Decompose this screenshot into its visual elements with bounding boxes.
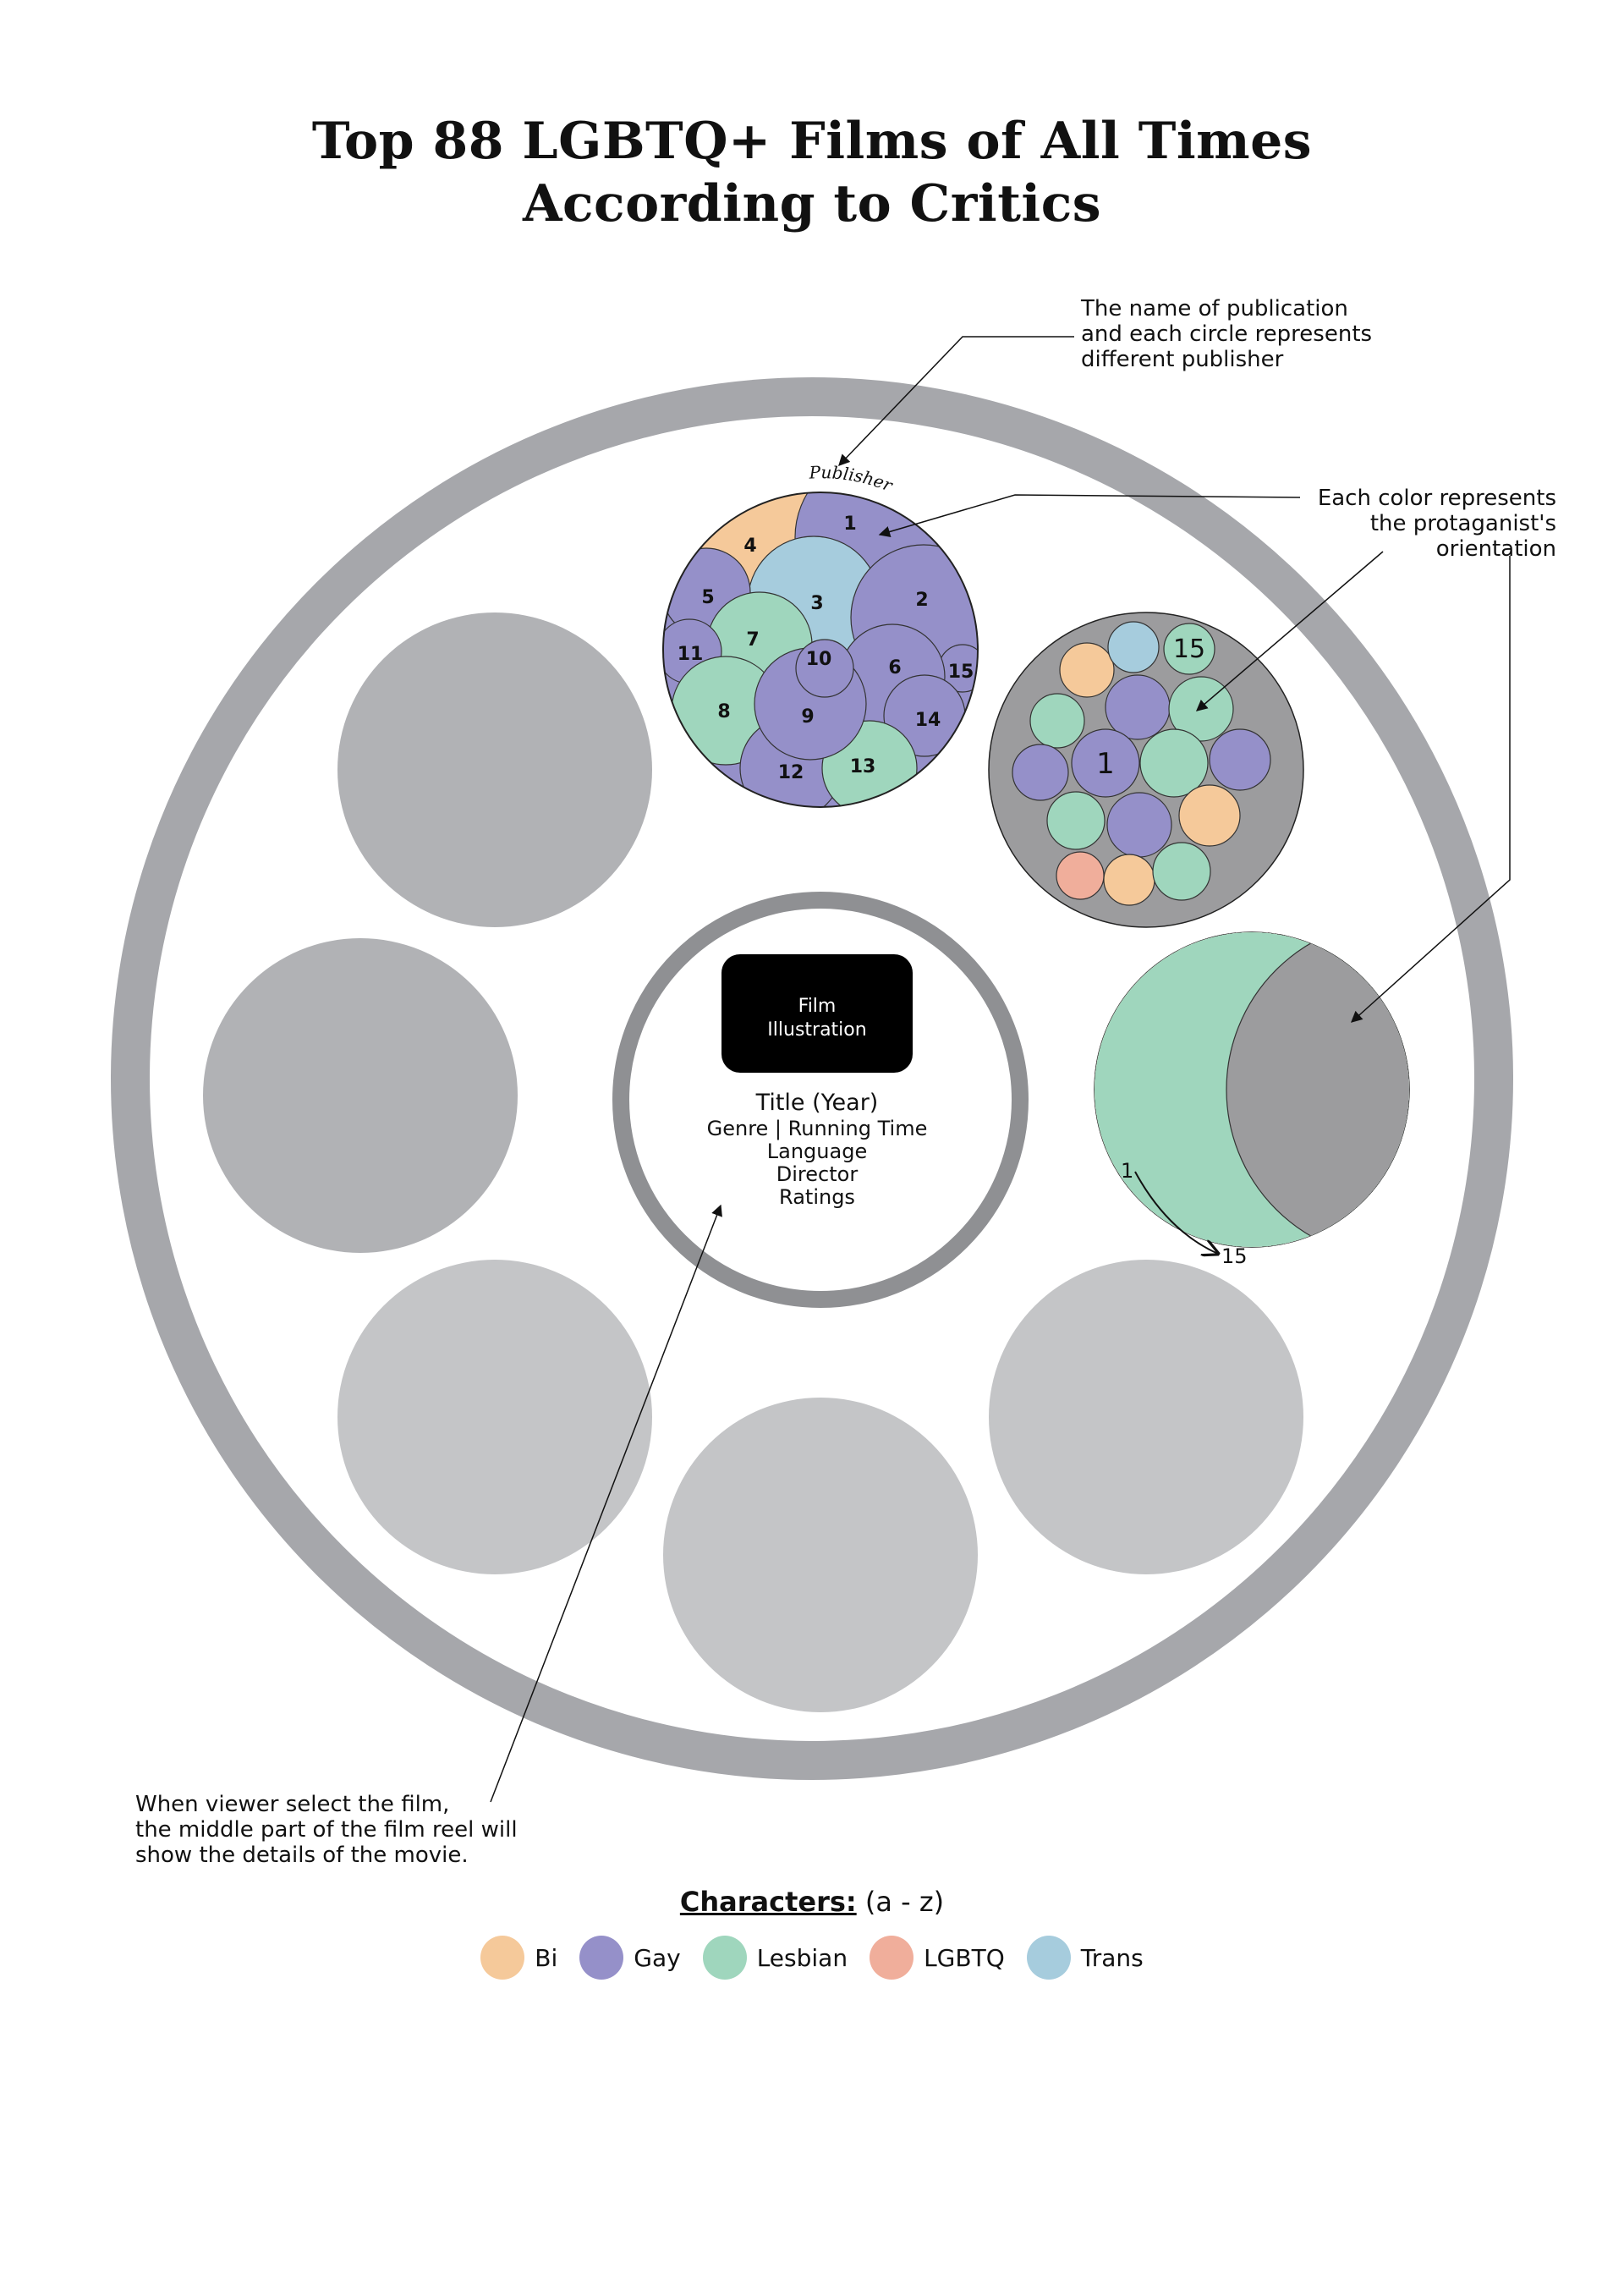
- packed-number-label: 2: [915, 590, 928, 611]
- arc-start-label: 1: [1121, 1159, 1133, 1183]
- film-illustration-box: [721, 954, 913, 1073]
- bubble-gay: [1012, 744, 1069, 801]
- packed-number-label: 9: [801, 706, 814, 728]
- legend-swatch: [870, 1936, 914, 1980]
- packed-number-label: 11: [678, 644, 704, 665]
- title-line-1: Top 88 LGBTQ+ Films of All Times: [311, 112, 1313, 171]
- packed-number-label: 5: [701, 587, 714, 608]
- packed-number-label: 3: [810, 593, 823, 614]
- legend-title: Characters: (a - z): [679, 1886, 945, 1918]
- legend-label: LGBTQ: [924, 1943, 1005, 1972]
- illustration-line-1: Film: [798, 996, 837, 1017]
- bubble-gay: [1105, 674, 1171, 740]
- legend-item-trans[interactable]: Trans: [1026, 1936, 1144, 1980]
- arc-end-label: 15: [1221, 1244, 1248, 1268]
- color-annotation: Each color represents the protaganist's …: [1317, 486, 1556, 562]
- bubble-gay: [1209, 728, 1271, 791]
- reel-outer-ring: [111, 377, 1513, 1780]
- publication-leader-line: [838, 336, 1074, 466]
- bubble-gay: [1071, 728, 1140, 798]
- language-text: Language: [767, 1140, 867, 1163]
- legend-item-gay[interactable]: Gay: [579, 1936, 681, 1980]
- genre-text: Genre | Running Time: [707, 1117, 928, 1140]
- reel-slot[interactable]: [337, 1260, 652, 1574]
- arc-circle[interactable]: 1 15: [1036, 730, 1624, 1449]
- bubble-lesbian: [1029, 693, 1085, 749]
- packed-number-label: 14: [915, 710, 941, 731]
- packed-number-label: 4: [743, 536, 756, 557]
- film-title-text: Title (Year): [755, 1090, 879, 1116]
- packed-number-label: 1: [843, 514, 856, 535]
- bubble-gay: [1106, 792, 1172, 858]
- packed-number-label: 6: [888, 657, 901, 678]
- legend: Characters: (a - z) Bi Gay Lesbian LGBTQ Tra…: [0, 1885, 1624, 1980]
- legend-items: Bi Gay Lesbian LGBTQ Trans: [0, 1936, 1624, 1980]
- packed-number-label: 13: [850, 756, 876, 777]
- arc-inner-area: [1226, 932, 1409, 1247]
- director-text: Director: [776, 1162, 859, 1186]
- color-leader-line-2: [1195, 551, 1384, 711]
- ratings-text: Ratings: [779, 1185, 855, 1209]
- packed-number-label: 7: [746, 629, 759, 651]
- legend-label: Trans: [1080, 1943, 1144, 1972]
- bubble-last-label: 15: [1173, 634, 1205, 664]
- legend-label: Bi: [535, 1943, 558, 1972]
- illustration-line-2: Illustration: [767, 1019, 866, 1041]
- packed-number-label: 10: [806, 649, 832, 670]
- bubble-trans: [1107, 621, 1160, 673]
- legend-label: Lesbian: [756, 1943, 848, 1972]
- reel-slot[interactable]: [337, 612, 652, 927]
- legend-item-lesbian[interactable]: Lesbian: [702, 1936, 848, 1980]
- reel-slot[interactable]: [989, 1260, 1303, 1574]
- bubble-lesbian: [1046, 791, 1106, 850]
- bubble-first-label: 1: [1096, 747, 1115, 781]
- packed-number-label: 15: [948, 662, 974, 683]
- publication-annotation: The name of publication and each circle …: [1081, 296, 1373, 372]
- legend-item-lgbtq[interactable]: LGBTQ: [870, 1936, 1005, 1980]
- reel-slot[interactable]: [663, 1398, 978, 1712]
- legend-item-bi[interactable]: Bi: [480, 1936, 557, 1980]
- packed-number-label: 12: [778, 762, 804, 783]
- bubble-bi: [1059, 642, 1115, 698]
- packed-number-label: 8: [717, 701, 730, 722]
- color-leader-line: [878, 494, 1301, 538]
- bubble-lesbian: [1139, 728, 1209, 798]
- legend-swatch: [1026, 1936, 1071, 1980]
- viewer-leader-line: [490, 1204, 722, 1803]
- arc-direction-arrow: [1134, 1171, 1218, 1254]
- legend-swatch: [702, 1936, 747, 1980]
- reel-hub: [612, 892, 1029, 1308]
- bubble-lgbtq: [1056, 851, 1105, 900]
- bubble-lesbian: [1163, 623, 1215, 675]
- legend-swatch: [579, 1936, 624, 1980]
- title-line-2: According to Critics: [522, 174, 1102, 233]
- legend-label: Gay: [634, 1943, 681, 1972]
- bubble-bi: [1178, 784, 1241, 847]
- color-leader-line-3: [1350, 556, 1511, 1023]
- reel-slot[interactable]: [203, 938, 518, 1253]
- viewer-annotation: When viewer select the film, the middle …: [135, 1792, 518, 1868]
- publisher-label: Publisher: [808, 462, 897, 496]
- legend-swatch: [480, 1936, 525, 1980]
- bubble-bi: [1103, 854, 1155, 906]
- segment-gay: [795, 639, 854, 698]
- bubble-lesbian: [1152, 842, 1211, 901]
